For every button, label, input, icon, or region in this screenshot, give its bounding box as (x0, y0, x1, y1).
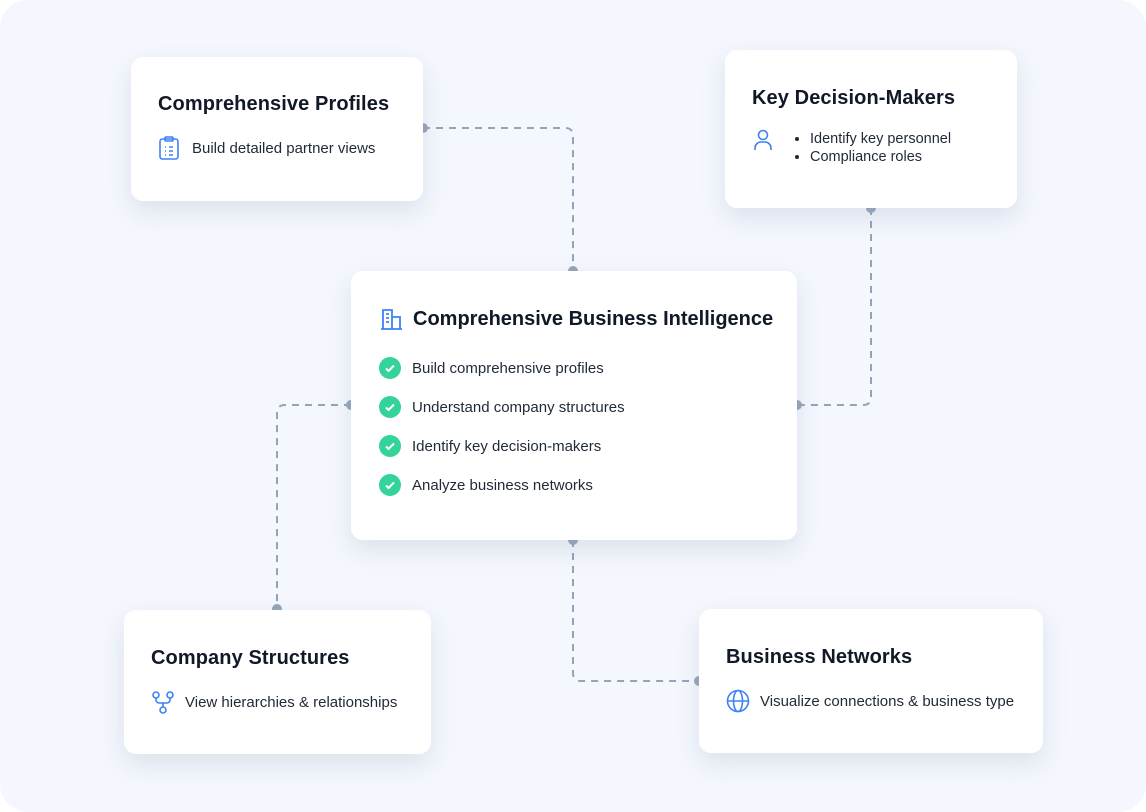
list-item: Build comprehensive profiles (379, 357, 797, 379)
card-business-intelligence: Comprehensive Business Intelligence Buil… (351, 271, 797, 540)
connector-decision (797, 208, 872, 406)
check-circle-icon (379, 357, 401, 379)
clipboard-list-icon (159, 136, 179, 160)
card-key-decision-makers: Key Decision-Makers Identify key personn… (725, 50, 1017, 208)
check-circle-icon (379, 396, 401, 418)
card-title: Key Decision-Makers (752, 87, 956, 109)
card-item: View hierarchies & relationships (185, 693, 398, 711)
card-title: Business Networks (726, 646, 913, 668)
card-item: Build detailed partner views (192, 139, 376, 157)
list-item: Identify key personnel (810, 130, 951, 148)
decision-list: Identify key personnel Compliance roles (794, 130, 951, 166)
list-item: Understand company structures (379, 396, 797, 418)
card-company-structures: Company Structures View hierarchies & re… (124, 610, 431, 754)
user-icon (754, 129, 772, 150)
card-title: Comprehensive Profiles (158, 93, 390, 115)
card-title: Comprehensive Business Intelligence (413, 307, 774, 330)
globe-icon (726, 689, 750, 713)
list-item: Compliance roles (810, 148, 951, 166)
card-item: Visualize connections & business type (760, 692, 1015, 710)
connector-structures (276, 404, 351, 609)
card-title: Company Structures (151, 647, 350, 669)
card-business-networks: Business Networks Visualize connections … (699, 609, 1043, 753)
list-item: Identify key decision-makers (379, 435, 797, 457)
hierarchy-icon (152, 691, 174, 714)
check-circle-icon (379, 435, 401, 457)
connector-networks (572, 540, 699, 682)
list-item: Analyze business networks (379, 474, 797, 496)
card-comprehensive-profiles: Comprehensive Profiles Build detailed pa… (131, 57, 423, 201)
building-icon (381, 309, 402, 330)
connector-profiles (423, 127, 574, 271)
check-circle-icon (379, 474, 401, 496)
